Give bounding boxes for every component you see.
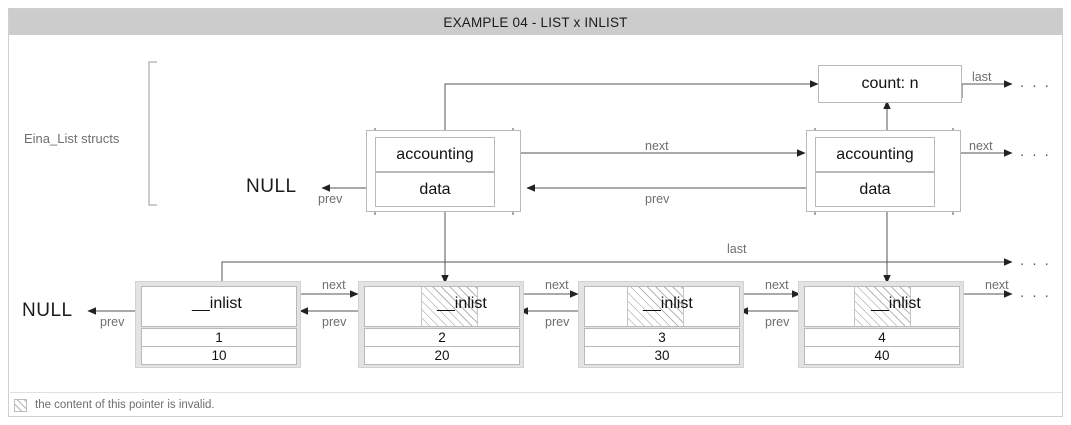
inlist-node-4: __inlist 4 40 xyxy=(798,281,964,368)
null-label-top: NULL xyxy=(246,176,297,197)
list-node-1-accounting: accounting xyxy=(375,137,495,172)
count-box-label: count: n xyxy=(861,75,919,92)
inlist-node-2-value-a: 2 xyxy=(364,328,520,347)
edge-label-list-next-tail: next xyxy=(969,139,993,153)
edge-label-inlist-prev-2: prev xyxy=(545,315,570,329)
edge-label-inlist-next-4: next xyxy=(985,278,1009,292)
edge-label-inlist-next-1: next xyxy=(322,278,346,292)
invalid-hatch-icon-legend xyxy=(14,398,27,412)
invalid-hatch-icon-2 xyxy=(421,287,478,326)
edge-label-list-prev: prev xyxy=(645,192,670,206)
diagram-title-bar: EXAMPLE 04 - LIST x INLIST xyxy=(9,9,1062,35)
inlist-node-2-pointer-label: __inlist xyxy=(437,295,487,312)
inlist-node-4-pointer-label: __inlist xyxy=(871,295,921,312)
inlist-node-2: __inlist 2 20 xyxy=(358,281,524,368)
legend: the content of this pointer is invalid. xyxy=(10,392,1062,417)
list-node-1-data: data xyxy=(375,172,495,207)
null-label-bottom: NULL xyxy=(22,300,73,321)
list-node-2-accounting: accounting xyxy=(815,137,935,172)
invalid-hatch-icon-3 xyxy=(627,287,684,326)
group-label: Eina_List structs xyxy=(24,131,120,146)
inlist-node-1-pointer-cell xyxy=(141,286,297,327)
ellipsis-last: . . . xyxy=(1020,252,1051,269)
page-title: EXAMPLE 04 - LIST x INLIST xyxy=(443,14,628,30)
inlist-node-4-value-a: 4 xyxy=(804,328,960,347)
inlist-node-1-value-a: 1 xyxy=(141,328,297,347)
edge-label-inlist-last: last xyxy=(727,242,747,256)
inlist-node-1: __inlist 1 10 xyxy=(135,281,301,368)
edge-label-list-prev-head: prev xyxy=(318,192,343,206)
list-node-2-data: data xyxy=(815,172,935,207)
invalid-hatch-icon-4 xyxy=(854,287,911,326)
inlist-node-4-value-b: 40 xyxy=(804,346,960,365)
inlist-node-1-pointer-label: __inlist xyxy=(192,295,242,312)
list-node-2: accounting data xyxy=(806,130,961,212)
inlist-node-1-value-b: 10 xyxy=(141,346,297,365)
inlist-node-3-pointer-label: __inlist xyxy=(643,295,693,312)
edge-label-inlist-next-3: next xyxy=(765,278,789,292)
ellipsis-count: . . . xyxy=(1020,74,1051,91)
edge-label-inlist-prev-head: prev xyxy=(100,315,125,329)
edge-label-inlist-prev-3: prev xyxy=(765,315,790,329)
legend-text: the content of this pointer is invalid. xyxy=(35,399,215,411)
inlist-node-2-value-b: 20 xyxy=(364,346,520,365)
edge-label-list-next: next xyxy=(645,139,669,153)
edge-label-inlist-prev-1: prev xyxy=(322,315,347,329)
count-box: count: n xyxy=(818,65,962,103)
inlist-node-3-value-b: 30 xyxy=(584,346,740,365)
inlist-node-3: __inlist 3 30 xyxy=(578,281,744,368)
inlist-node-3-value-a: 3 xyxy=(584,328,740,347)
edge-label-inlist-next-2: next xyxy=(545,278,569,292)
edge-label-count-last: last xyxy=(972,70,992,84)
ellipsis-inlist-next: . . . xyxy=(1020,284,1051,301)
list-node-1: accounting data xyxy=(366,130,521,212)
ellipsis-list-next: . . . xyxy=(1020,143,1051,160)
